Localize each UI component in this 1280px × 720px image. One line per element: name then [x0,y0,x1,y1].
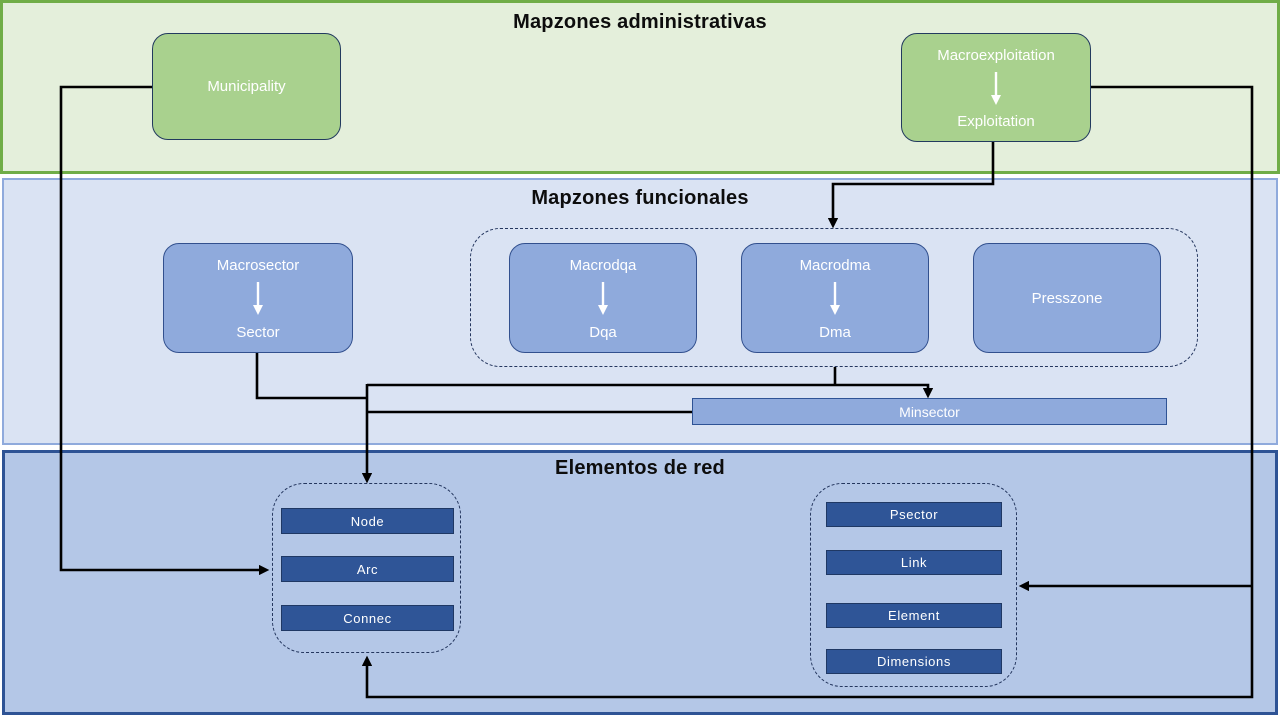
band-title-administrativas: Mapzones administrativas [513,11,767,33]
arc-label: Arc [356,561,379,577]
macroexploitation-label: Macroexploitation [937,47,1055,64]
macrosector-node: Macrosector Sector [163,243,353,353]
macrodqa-node: Macrodqa Dqa [509,243,697,353]
dqa-label: Dqa [589,324,617,341]
municipality-node: Municipality [152,33,341,140]
down-arrow-icon [598,282,608,315]
dimensions-bar: Dimensions [826,649,1002,674]
element-label: Element [888,608,940,623]
connec-bar: Connec [281,605,454,631]
psector-label: Psector [889,507,939,522]
presszone-node: Presszone [973,243,1161,353]
down-arrow-icon [991,71,1001,105]
dma-label: Dma [819,324,851,341]
arc-bar: Arc [281,556,454,582]
element-bar: Element [826,603,1002,628]
minsector-node: Minsector [692,398,1167,425]
macrosector-label: Macrosector [216,257,300,274]
band-elementos-de-red [2,450,1278,715]
macroexploitation-node: Macroexploitation Exploitation [901,33,1091,142]
down-arrow-icon [253,282,263,315]
municipality-label: Municipality [207,78,286,95]
node-bar: Node [281,508,454,534]
band-title-elementos: Elementos de red [555,457,725,479]
down-arrow-icon [830,282,840,315]
presszone-label: Presszone [1031,289,1103,307]
connec-label: Connec [343,610,392,626]
minsector-label: Minsector [899,403,960,420]
dimensions-label: Dimensions [877,654,951,669]
link-label: Link [900,555,928,570]
macrodqa-label: Macrodqa [569,257,637,274]
macrodma-label: Macrodma [799,257,871,274]
band-title-funcionales: Mapzones funcionales [531,187,749,209]
exploitation-label: Exploitation [957,113,1035,130]
link-bar: Link [826,550,1002,575]
sector-label: Sector [236,324,280,341]
node-label: Node [350,513,385,529]
macrodma-node: Macrodma Dma [741,243,929,353]
psector-bar: Psector [826,502,1002,527]
